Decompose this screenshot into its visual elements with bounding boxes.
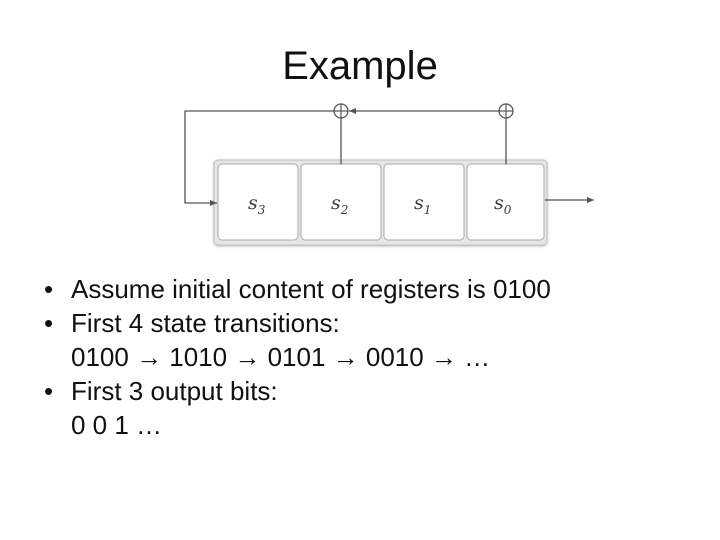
xor-gate-left bbox=[333, 103, 349, 119]
slide-title: Example bbox=[282, 44, 438, 88]
bullet-text: Assume initial content of registers is 0… bbox=[71, 274, 551, 304]
xor-gate-right bbox=[498, 103, 514, 119]
output-sequence: 0 0 1 … bbox=[71, 410, 163, 440]
register-label-s0: s0 bbox=[494, 192, 512, 217]
register-cell-s3 bbox=[217, 163, 299, 241]
register-cell-s1 bbox=[383, 163, 465, 241]
register-label-s2: s2 bbox=[331, 192, 348, 217]
state-sequence: 0100 → 1010 → 0101 → 0010 → … bbox=[71, 342, 491, 372]
feedback-arrow bbox=[184, 110, 334, 206]
register-cell-s0 bbox=[466, 163, 545, 241]
lfsr-diagram: s3 s2 s1 s0 bbox=[184, 103, 594, 246]
bullet-text: First 4 state transitions: bbox=[71, 308, 340, 338]
register-label-s3: s3 bbox=[248, 192, 266, 217]
bullet-item-initial-content: Assume initial content of registers is 0… bbox=[44, 272, 694, 306]
bullet-item-state-transitions: First 4 state transitions: 0100 → 1010 →… bbox=[44, 306, 694, 374]
bullet-item-output-bits: First 3 output bits: 0 0 1 … bbox=[44, 374, 694, 442]
register-cell-s2 bbox=[300, 163, 382, 241]
bullet-list: Assume initial content of registers is 0… bbox=[44, 272, 694, 442]
register-label-s1: s1 bbox=[414, 192, 431, 217]
bullet-text: First 3 output bits: bbox=[71, 376, 278, 406]
